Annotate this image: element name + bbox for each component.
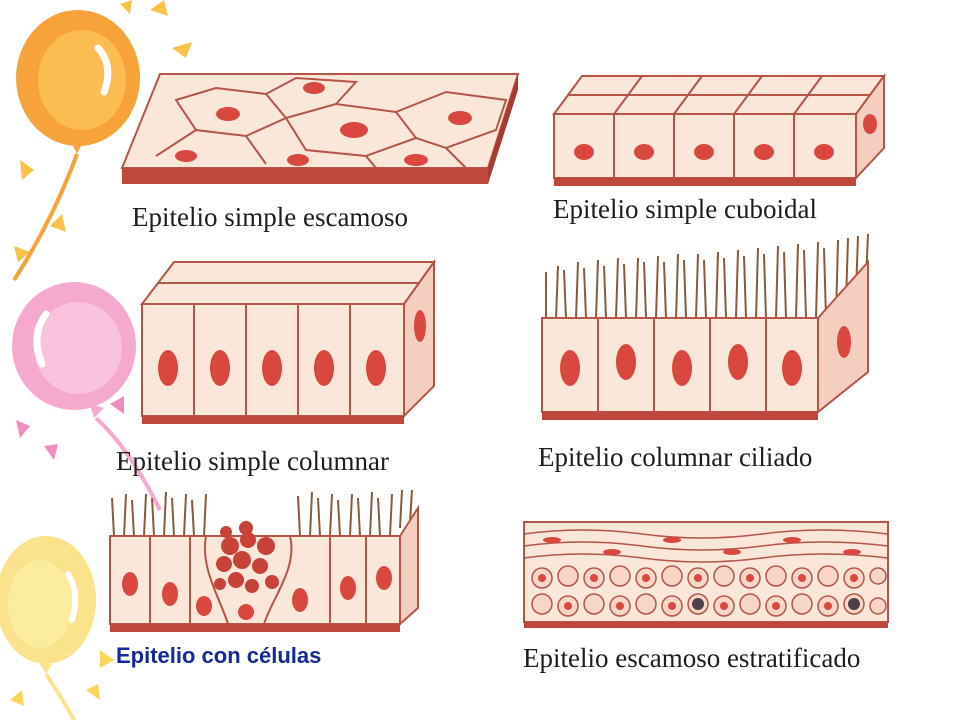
caption-simple-cuboidal: Epitelio simple cuboidal: [553, 194, 817, 224]
pink-rays: [16, 396, 124, 460]
nuclei: [175, 82, 472, 166]
nuclei: [574, 114, 877, 160]
yellow-balloon-icon: [0, 536, 96, 720]
pink-balloon-icon: [12, 282, 162, 511]
caption-simple-columnar: Epitelio simple columnar: [116, 446, 389, 476]
round-nuclei: [538, 574, 858, 610]
flat-cell-layers: [523, 529, 889, 563]
illustration-columnar-ciliado: [541, 233, 869, 420]
caption-simple-escamoso: Epitelio simple escamoso: [132, 202, 408, 232]
cilia: [545, 233, 869, 319]
illustration-simple-columnar: [139, 258, 436, 424]
caption-escamoso-estratificado: Epitelio escamoso estratificado: [523, 643, 861, 673]
mucus-granules: [214, 521, 279, 593]
yellow-rays: [10, 650, 114, 706]
caption-columnar-ciliado: Epitelio columnar ciliado: [538, 442, 813, 472]
nuclei: [158, 310, 426, 386]
nuclei: [122, 566, 392, 620]
illustration-escamoso-estratificado: [523, 521, 889, 628]
caption-con-celulas: Epitelio con células: [116, 643, 322, 668]
nuclei: [560, 326, 851, 386]
orange-balloon-icon: [12, 10, 140, 282]
flat-nuclei: [543, 537, 861, 555]
illustration-simple-cuboidal: [552, 72, 886, 186]
balloon-decoration: [0, 0, 192, 720]
cilia: [111, 489, 413, 537]
illustration-con-celulas: [109, 489, 419, 632]
illustration-simple-escamoso: [120, 73, 520, 184]
round-cells: [531, 565, 887, 617]
